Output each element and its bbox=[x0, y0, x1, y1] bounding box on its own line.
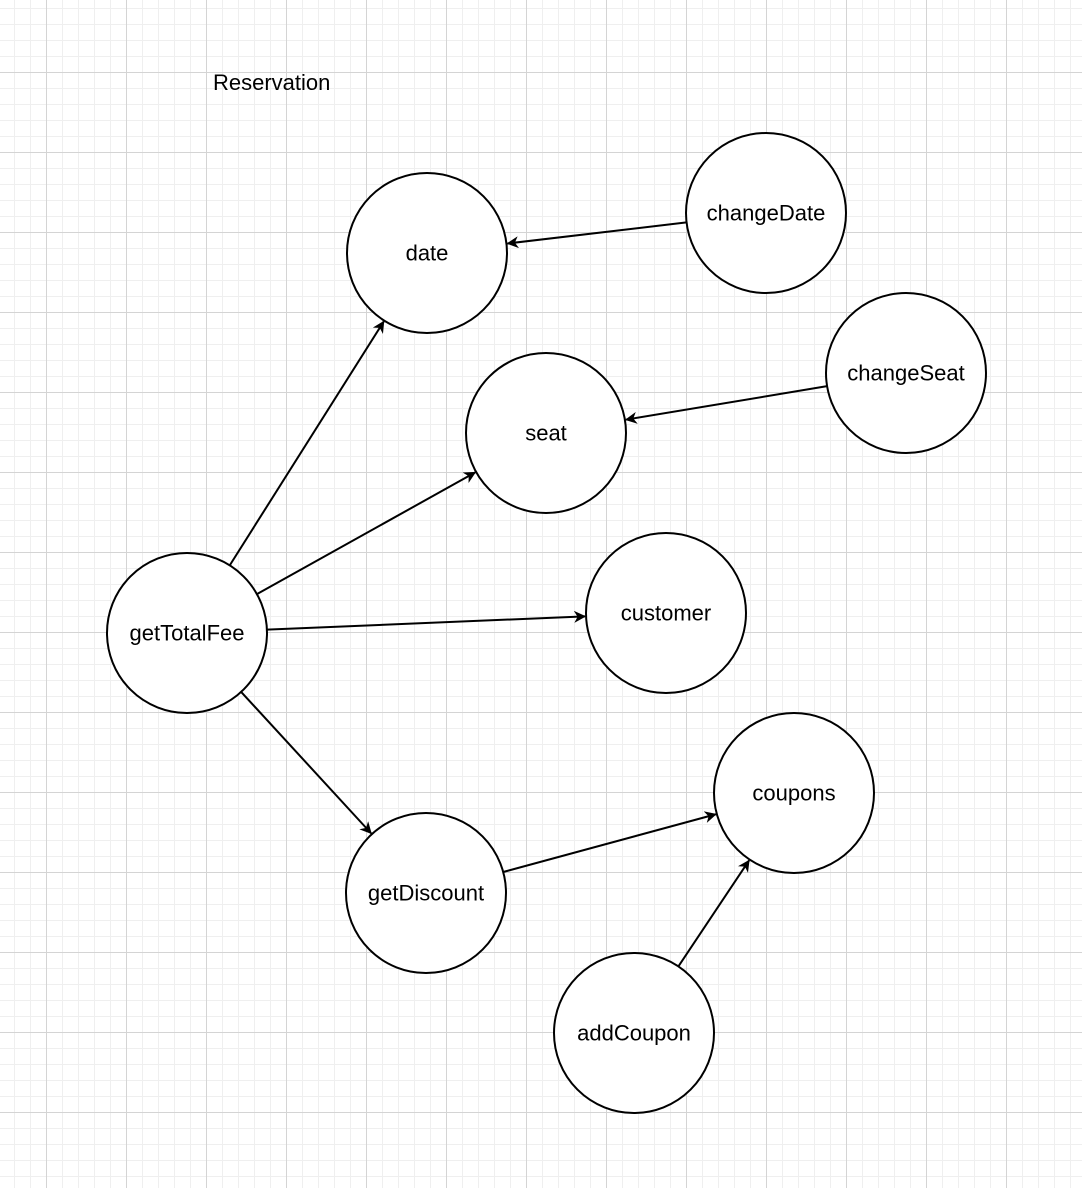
node-date-label: date bbox=[406, 241, 449, 266]
edge-getTotalFee-to-seat bbox=[256, 471, 477, 595]
node-getDiscount[interactable]: getDiscount bbox=[345, 812, 507, 974]
node-changeDate-circle bbox=[685, 132, 847, 294]
node-customer-circle bbox=[585, 532, 747, 694]
node-coupons-label: coupons bbox=[752, 781, 835, 806]
node-changeDate-label: changeDate bbox=[707, 201, 826, 226]
node-customer-label: customer bbox=[621, 601, 711, 626]
edge-getTotalFee-to-getDiscount bbox=[240, 691, 372, 835]
node-addCoupon[interactable]: addCoupon bbox=[553, 952, 715, 1114]
node-getTotalFee-circle bbox=[106, 552, 268, 714]
node-getTotalFee-label: getTotalFee bbox=[130, 621, 245, 646]
edge-getTotalFee-to-date bbox=[228, 320, 385, 566]
edge-changeDate-to-date bbox=[506, 221, 687, 249]
edge-addCoupon-to-coupons bbox=[677, 859, 750, 967]
node-coupons-circle bbox=[713, 712, 875, 874]
node-changeSeat-circle bbox=[825, 292, 987, 454]
node-customer[interactable]: customer bbox=[585, 532, 747, 694]
node-getDiscount-label: getDiscount bbox=[368, 881, 484, 906]
node-getDiscount-circle bbox=[345, 812, 507, 974]
node-seat[interactable]: seat bbox=[465, 352, 627, 514]
edge-changeSeat-to-seat bbox=[624, 385, 828, 424]
node-getTotalFee[interactable]: getTotalFee bbox=[106, 552, 268, 714]
node-date[interactable]: date bbox=[346, 172, 508, 334]
node-changeSeat[interactable]: changeSeat bbox=[825, 292, 987, 454]
diagram-title: Reservation bbox=[213, 70, 331, 95]
node-date-circle bbox=[346, 172, 508, 334]
edges-layer bbox=[228, 221, 828, 967]
node-changeSeat-label: changeSeat bbox=[847, 361, 964, 386]
edge-getDiscount-to-coupons bbox=[502, 811, 717, 873]
node-coupons[interactable]: coupons bbox=[713, 712, 875, 874]
edge-getTotalFee-to-customer bbox=[266, 610, 587, 631]
node-changeDate[interactable]: changeDate bbox=[685, 132, 847, 294]
node-seat-label: seat bbox=[525, 421, 567, 446]
node-addCoupon-label: addCoupon bbox=[577, 1021, 691, 1046]
node-addCoupon-circle bbox=[553, 952, 715, 1114]
node-seat-circle bbox=[465, 352, 627, 514]
